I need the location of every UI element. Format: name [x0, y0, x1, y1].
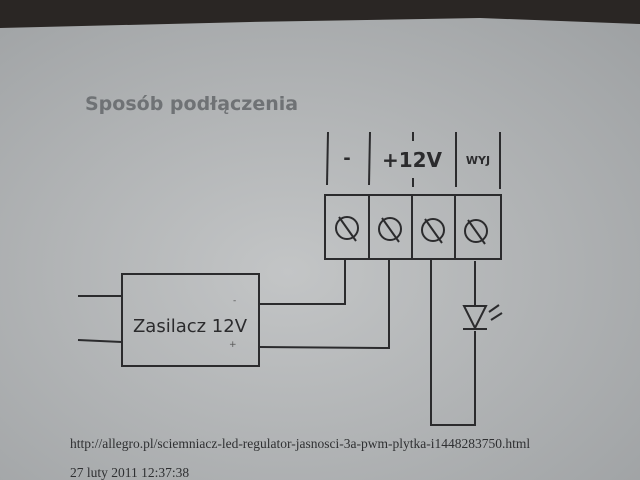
timestamp: 27 luty 2011 12:37:38	[70, 465, 189, 480]
terminal-screw-icon	[335, 216, 359, 242]
led-icon	[462, 304, 503, 331]
wiring	[77, 259, 476, 426]
terminal-block	[324, 131, 502, 260]
terminal-output-label: WYJ	[466, 154, 490, 167]
source-url: http://allegro.pl/sciemniacz-led-regulat…	[70, 436, 530, 451]
terminal-minus-label: -	[343, 148, 350, 169]
power-supply-box	[121, 273, 260, 367]
terminal-screw-icon	[421, 218, 445, 244]
paper-sheet	[0, 18, 640, 480]
power-supply-minus-mark: -	[233, 296, 236, 306]
power-supply-plus-mark: +	[229, 340, 237, 350]
terminal-screw-icon	[378, 217, 402, 243]
terminal-12v-label: +12V	[382, 148, 443, 172]
terminal-screw-icon	[464, 219, 488, 245]
power-supply-label: Zasilacz 12V	[133, 316, 248, 337]
diagram-title: Sposób podłączenia	[85, 93, 298, 115]
